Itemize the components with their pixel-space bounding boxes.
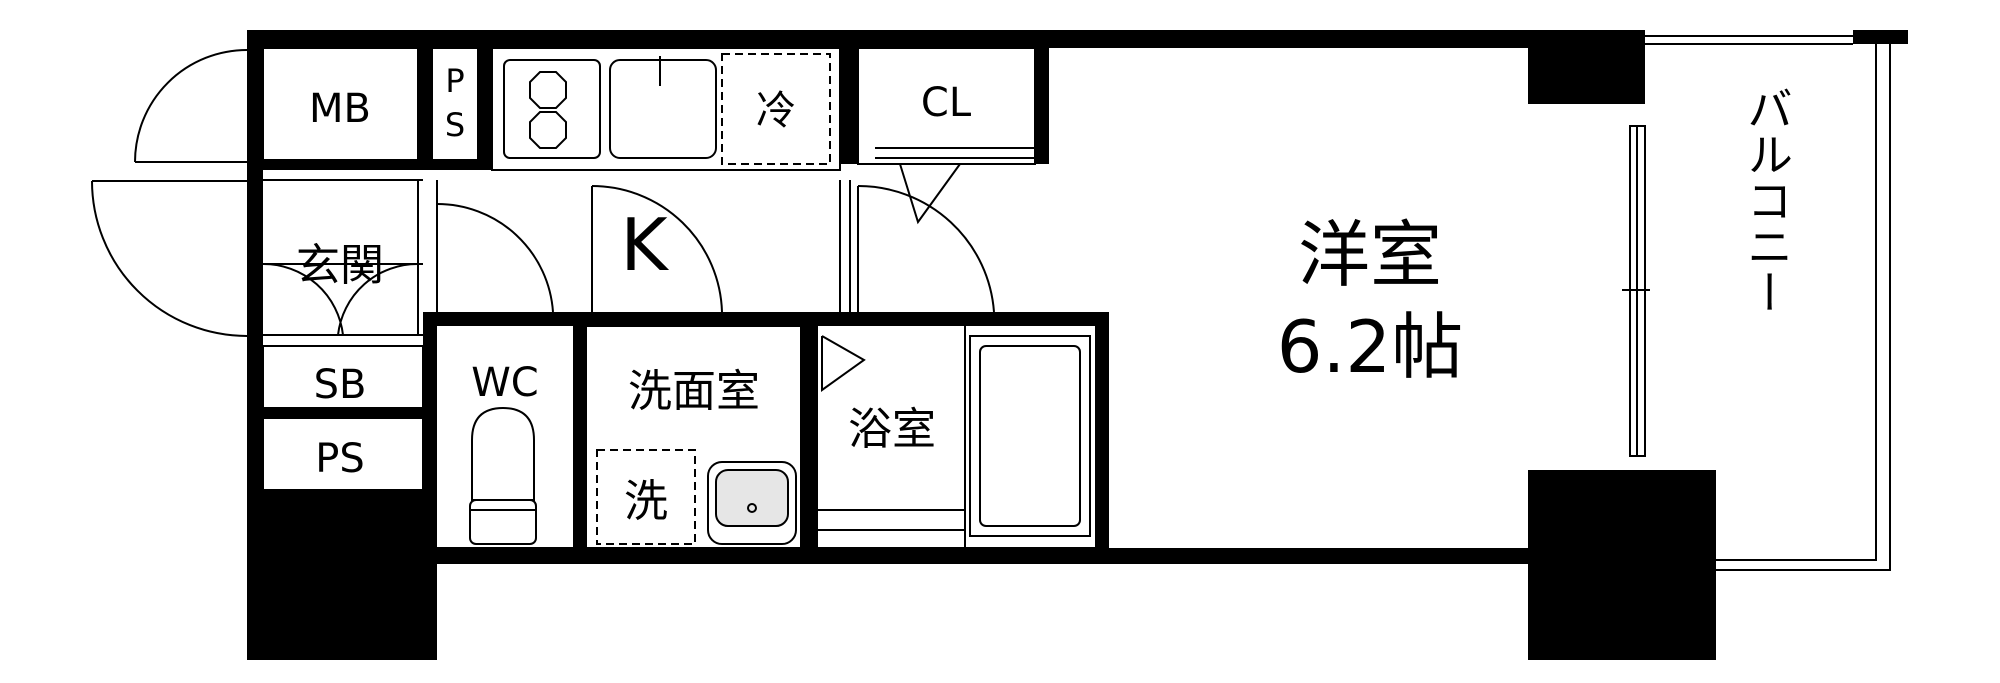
sb-ps-divider: [247, 408, 437, 418]
bathtub: [969, 335, 1091, 537]
thin-lines: [91, 35, 1891, 571]
ps-top-box: [431, 47, 479, 161]
mb-bottom-wall: [247, 160, 423, 170]
wc-label: WC: [471, 360, 538, 406]
ps-top-bottom-wall: [432, 160, 492, 170]
fridge-label: 冷: [756, 88, 796, 134]
cl-label: CL: [921, 80, 972, 126]
wash-basin-icon: [707, 461, 797, 545]
sb-label: SB: [314, 362, 367, 408]
ps-top-label-s: S: [445, 106, 465, 144]
washroom-bath-wall: [800, 326, 818, 564]
top-right-column: [1528, 30, 1645, 104]
wet-area-top-wall: [437, 312, 1105, 326]
western-room-size: 6.2帖: [1277, 305, 1464, 389]
entrance-door-swing: [91, 180, 248, 337]
fixtures: [469, 56, 797, 545]
wc-left-wall: [423, 312, 437, 490]
washer-label: 洗: [624, 476, 668, 527]
bottom-wall: [437, 548, 1565, 564]
kitchen-label: K: [620, 203, 669, 287]
labels: MB P S 冷 CL 玄関 K 洋室 6.2帖 SB PS WC 洗面室 洗 …: [296, 62, 1794, 527]
wet-area-right-wall: [1095, 312, 1109, 564]
ps-top-right-wall: [478, 30, 492, 170]
entrance-label: 玄関: [296, 240, 384, 291]
kitchen-cl-wall: [840, 30, 858, 164]
washroom-label: 洗面室: [628, 366, 760, 417]
ps-top-label-p: P: [445, 62, 464, 100]
stove-icon: [503, 59, 601, 159]
toilet-icon: [469, 406, 537, 545]
bottom-left-column: [247, 490, 437, 660]
bottom-right-column: [1528, 470, 1716, 660]
kitchen-sink-icon: [609, 59, 717, 159]
mb-door-swing: [134, 49, 248, 163]
cl-right-wall: [1035, 30, 1049, 164]
western-room-label: 洋室: [1298, 213, 1442, 297]
mb-box: [262, 47, 419, 161]
ps-bottom-label: PS: [315, 436, 365, 482]
top-wall: [247, 30, 1645, 48]
walls: [247, 30, 1908, 660]
wc-washroom-wall: [573, 312, 587, 564]
fridge-outline: [721, 53, 831, 165]
washer-outline: [596, 449, 696, 545]
balcony-label: バルコニー: [1740, 85, 1794, 315]
balcony-cap: [1853, 30, 1908, 44]
mb-right-wall: [418, 30, 432, 170]
bathroom-label: 浴室: [848, 404, 936, 455]
mb-label: MB: [309, 86, 371, 132]
